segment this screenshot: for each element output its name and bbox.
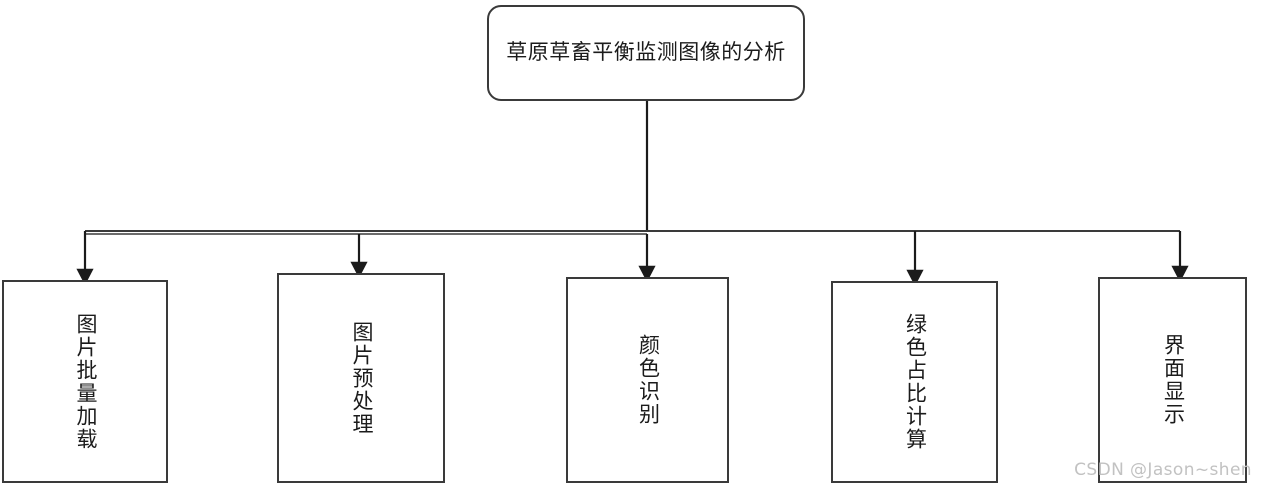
node-root-label: 草原草畜平衡监测图像的分析 <box>506 40 786 65</box>
node-child-4[interactable]: 绿色占比计算 <box>831 281 998 483</box>
node-child-5-label: 界面显示 <box>1161 334 1186 426</box>
node-child-1-label: 图片批量加载 <box>73 312 98 451</box>
node-child-3[interactable]: 颜色识别 <box>566 277 729 483</box>
node-child-5[interactable]: 界面显示 <box>1098 277 1247 483</box>
node-root[interactable]: 草原草畜平衡监测图像的分析 <box>487 5 805 101</box>
node-child-2-label: 图片预处理 <box>349 320 374 436</box>
node-child-3-label: 颜色识别 <box>636 334 661 426</box>
node-child-2[interactable]: 图片预处理 <box>277 273 445 483</box>
node-child-4-label: 绿色占比计算 <box>903 313 928 451</box>
node-child-1[interactable]: 图片批量加载 <box>2 280 168 483</box>
watermark-text: CSDN @Jason~shen <box>1074 460 1252 480</box>
